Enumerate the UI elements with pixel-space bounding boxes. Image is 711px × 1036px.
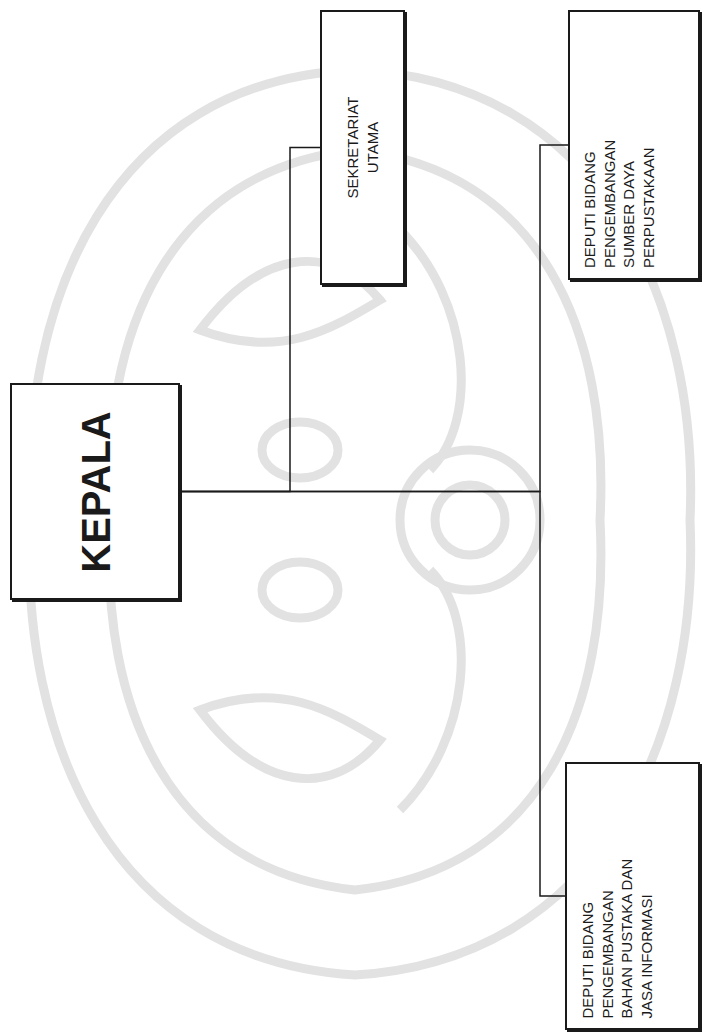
box-label: DEPUTI BIDANG PENGEMBANGAN BAHAN PUSTAKA… — [577, 846, 655, 1018]
watermark-shape — [400, 450, 540, 590]
org-connector — [180, 148, 320, 492]
box-label: KEPALA — [69, 411, 121, 572]
watermark-shape — [400, 230, 461, 470]
watermark-shape — [262, 422, 338, 478]
watermark-shape — [200, 698, 380, 779]
org-box: KEPALA — [10, 383, 180, 600]
watermark-shape — [262, 562, 338, 618]
box-text-frame: SEKRETARIAT UTAMA — [322, 12, 403, 283]
box-label: DEPUTI BIDANG PENGEMBANGAN SUMBER DAYA P… — [580, 128, 658, 268]
watermark-shape — [435, 485, 505, 555]
org-box: DEPUTI BIDANG PENGEMBANGAN SUMBER DAYA P… — [568, 10, 700, 280]
org-box: DEPUTI BIDANG PENGEMBANGAN BAHAN PUSTAKA… — [565, 762, 700, 1030]
box-text-block: DEPUTI BIDANG PENGEMBANGAN BAHAN PUSTAKA… — [577, 846, 655, 1018]
box-text-block: DEPUTI BIDANG PENGEMBANGAN SUMBER DAYA P… — [580, 128, 658, 268]
watermark-shape — [400, 570, 461, 810]
org-box: SEKRETARIAT UTAMA — [320, 10, 405, 285]
box-label: SEKRETARIAT UTAMA — [343, 83, 382, 213]
box-text-block: SEKRETARIAT UTAMA — [343, 83, 382, 213]
box-text-frame: KEPALA — [12, 385, 178, 598]
box-text-frame: DEPUTI BIDANG PENGEMBANGAN SUMBER DAYA P… — [570, 12, 698, 278]
box-text-frame: DEPUTI BIDANG PENGEMBANGAN BAHAN PUSTAKA… — [567, 764, 698, 1028]
org-connector — [180, 492, 565, 897]
box-text-block: KEPALA — [69, 411, 121, 572]
